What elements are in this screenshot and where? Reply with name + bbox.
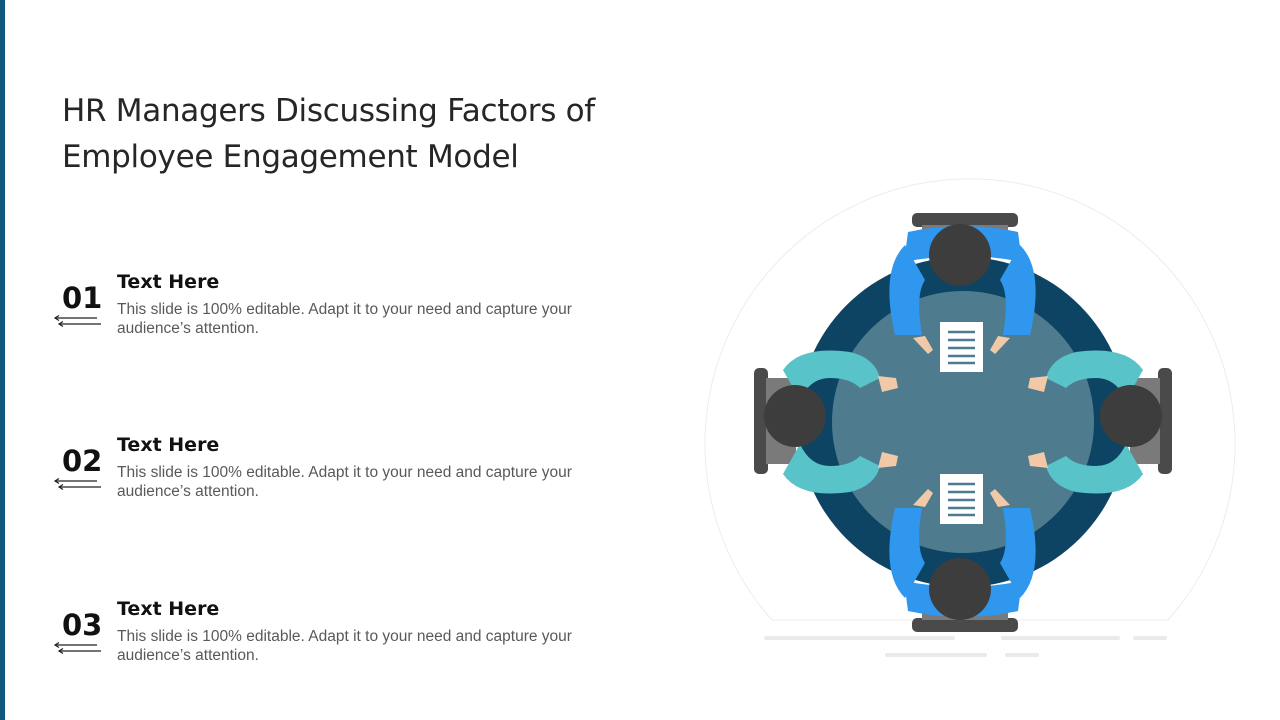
double-arrow-icon (53, 315, 101, 328)
slide-title: HR Managers Discussing Factors of Employ… (62, 93, 595, 175)
person-left (764, 350, 898, 494)
item-description: This slide is 100% editable. Adapt it to… (117, 628, 572, 664)
person-top (889, 224, 1036, 354)
document-icon (940, 474, 983, 524)
double-arrow-icon (53, 642, 101, 655)
item-number: 01 (62, 281, 103, 315)
item-description: This slide is 100% editable. Adapt it to… (117, 301, 572, 337)
item-number: 03 (62, 608, 103, 642)
list-item: 02 Text Here This slide is 100% editable… (50, 434, 610, 524)
floor-lines (764, 636, 1167, 657)
accent-bar (0, 0, 5, 720)
document-icon (940, 322, 983, 372)
double-arrow-icon (53, 478, 101, 491)
table-inner (832, 291, 1094, 553)
item-heading: Text Here (117, 598, 220, 620)
list-item: 01 Text Here This slide is 100% editable… (50, 271, 610, 361)
item-heading: Text Here (117, 271, 220, 293)
meeting-table-illustration (704, 178, 1236, 657)
item-heading: Text Here (117, 434, 220, 456)
person-right (1028, 350, 1162, 494)
person-bottom (889, 489, 1036, 620)
item-description: This slide is 100% editable. Adapt it to… (117, 464, 572, 500)
item-number: 02 (62, 444, 103, 478)
list-item: 03 Text Here This slide is 100% editable… (50, 598, 610, 688)
